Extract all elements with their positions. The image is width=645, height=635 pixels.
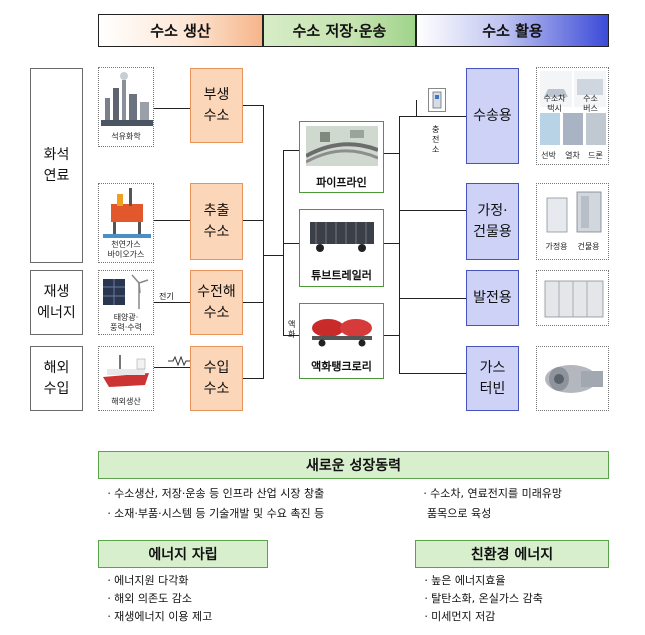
home-caption: 가정용 <box>545 242 568 251</box>
charging-station-label: 충 전 소 <box>432 125 440 154</box>
eco-bullet-3: ㆍ미세먼지 저감 <box>421 610 496 623</box>
drone-caption: 드론 <box>588 151 603 160</box>
bus-caption: 수소 버스 <box>583 94 598 113</box>
pipeline-coil-icon <box>168 356 190 366</box>
charging-station-image <box>428 88 446 112</box>
eco-energy-title: 친환경 에너지 <box>415 540 609 568</box>
storage-pipeline-label: 파이프라인 <box>316 176 367 189</box>
source-fossil-fuel: 화석 연료 <box>30 68 83 263</box>
storage-tube-trailer-label: 튜브트레일러 <box>311 269 372 282</box>
vehicles-icon <box>540 71 606 145</box>
header-storage: 수소 저장·운송 <box>263 14 416 47</box>
building-caption: 건물용 <box>577 242 600 251</box>
train-caption: 열차 <box>565 151 580 160</box>
taxi-caption: 수소차 택시 <box>543 94 566 113</box>
production-byproduct: 부생 수소 <box>190 68 243 143</box>
eco-bullet-1: ㆍ높은 에너지효율 <box>421 574 506 587</box>
source-import: 해외 수입 <box>30 346 83 411</box>
storage-pipeline: 파이프라인 <box>299 121 384 193</box>
growth-bullet-3: ㆍ수소차, 연료전지를 미래유망 <box>420 487 563 500</box>
production-extraction: 추출 수소 <box>190 183 243 260</box>
growth-bullet-4: 품목으로 육성 <box>420 507 492 520</box>
storage-tube-trailer: 튜브트레일러 <box>299 209 384 287</box>
gas-platform-icon <box>103 188 151 238</box>
petrochemical-image: 석유화학 <box>98 67 154 147</box>
tube-trailer-icon <box>310 222 374 252</box>
storage-liquid-tanker-label: 액화탱크로리 <box>311 360 372 373</box>
overseas-image: 해외생산 <box>98 346 154 411</box>
production-electrolysis: 수전해 수소 <box>190 270 243 335</box>
independence-bullet-1: ㆍ에너지원 다각화 <box>104 574 189 587</box>
growth-title: 새로운 성장동력 <box>98 451 609 479</box>
tanker-ship-icon <box>103 355 149 387</box>
usage-power: 발전용 <box>466 270 519 326</box>
overseas-caption: 해외생산 <box>111 397 141 406</box>
energy-independence-title: 에너지 자립 <box>98 540 268 568</box>
independence-bullet-2: ㆍ해외 의존도 감소 <box>104 592 192 605</box>
renewable-image: 태양광· 풍력·수력 <box>98 270 154 335</box>
power-module-icon <box>544 280 604 318</box>
growth-bullet-2: ㆍ소재·부품·시스템 등 기술개발 및 수요 촉진 등 <box>104 507 325 520</box>
petrochemical-caption: 석유화학 <box>111 132 141 141</box>
charger-icon <box>432 91 442 109</box>
independence-bullet-3: ㆍ재생에너지 이용 제고 <box>104 610 213 623</box>
fuel-cell-icon <box>546 191 602 233</box>
natural-gas-image: 천연가스 바이오가스 <box>98 183 154 263</box>
usage-gas-turbine: 가스 터빈 <box>466 346 519 411</box>
header-production: 수소 생산 <box>98 14 263 47</box>
building-images: 가정용 건물용 <box>536 183 609 260</box>
pipeline-icon <box>306 126 378 166</box>
gas-turbine-image <box>536 346 609 411</box>
renewable-caption: 태양광· 풍력·수력 <box>110 313 142 332</box>
transport-images: 수소차 택시 수소 버스 선박 열차 드론 <box>536 67 609 165</box>
solar-wind-icon <box>103 274 149 309</box>
growth-bullet-1: ㆍ수소생산, 저장·운송 등 인프라 산업 시장 창출 <box>104 487 325 500</box>
eco-bullet-2: ㆍ탈탄소화, 온실가스 감축 <box>421 592 543 605</box>
usage-building: 가정· 건물용 <box>466 183 519 260</box>
source-renewable: 재생 에너지 <box>30 270 83 335</box>
header-usage: 수소 활용 <box>416 14 609 47</box>
usage-transport: 수송용 <box>466 68 519 164</box>
refinery-icon <box>101 72 153 126</box>
turbine-icon <box>545 365 603 393</box>
storage-liquid-tanker: 액화탱크로리 <box>299 303 384 379</box>
ship-caption: 선박 <box>541 151 556 160</box>
liquefaction-label: 액 화 <box>288 320 296 339</box>
tank-lorry-icon <box>312 319 372 347</box>
power-plant-image <box>536 270 609 326</box>
production-import: 수입 수소 <box>190 346 243 411</box>
electricity-label: 전기 <box>159 292 174 301</box>
natural-gas-caption: 천연가스 바이오가스 <box>107 240 145 259</box>
